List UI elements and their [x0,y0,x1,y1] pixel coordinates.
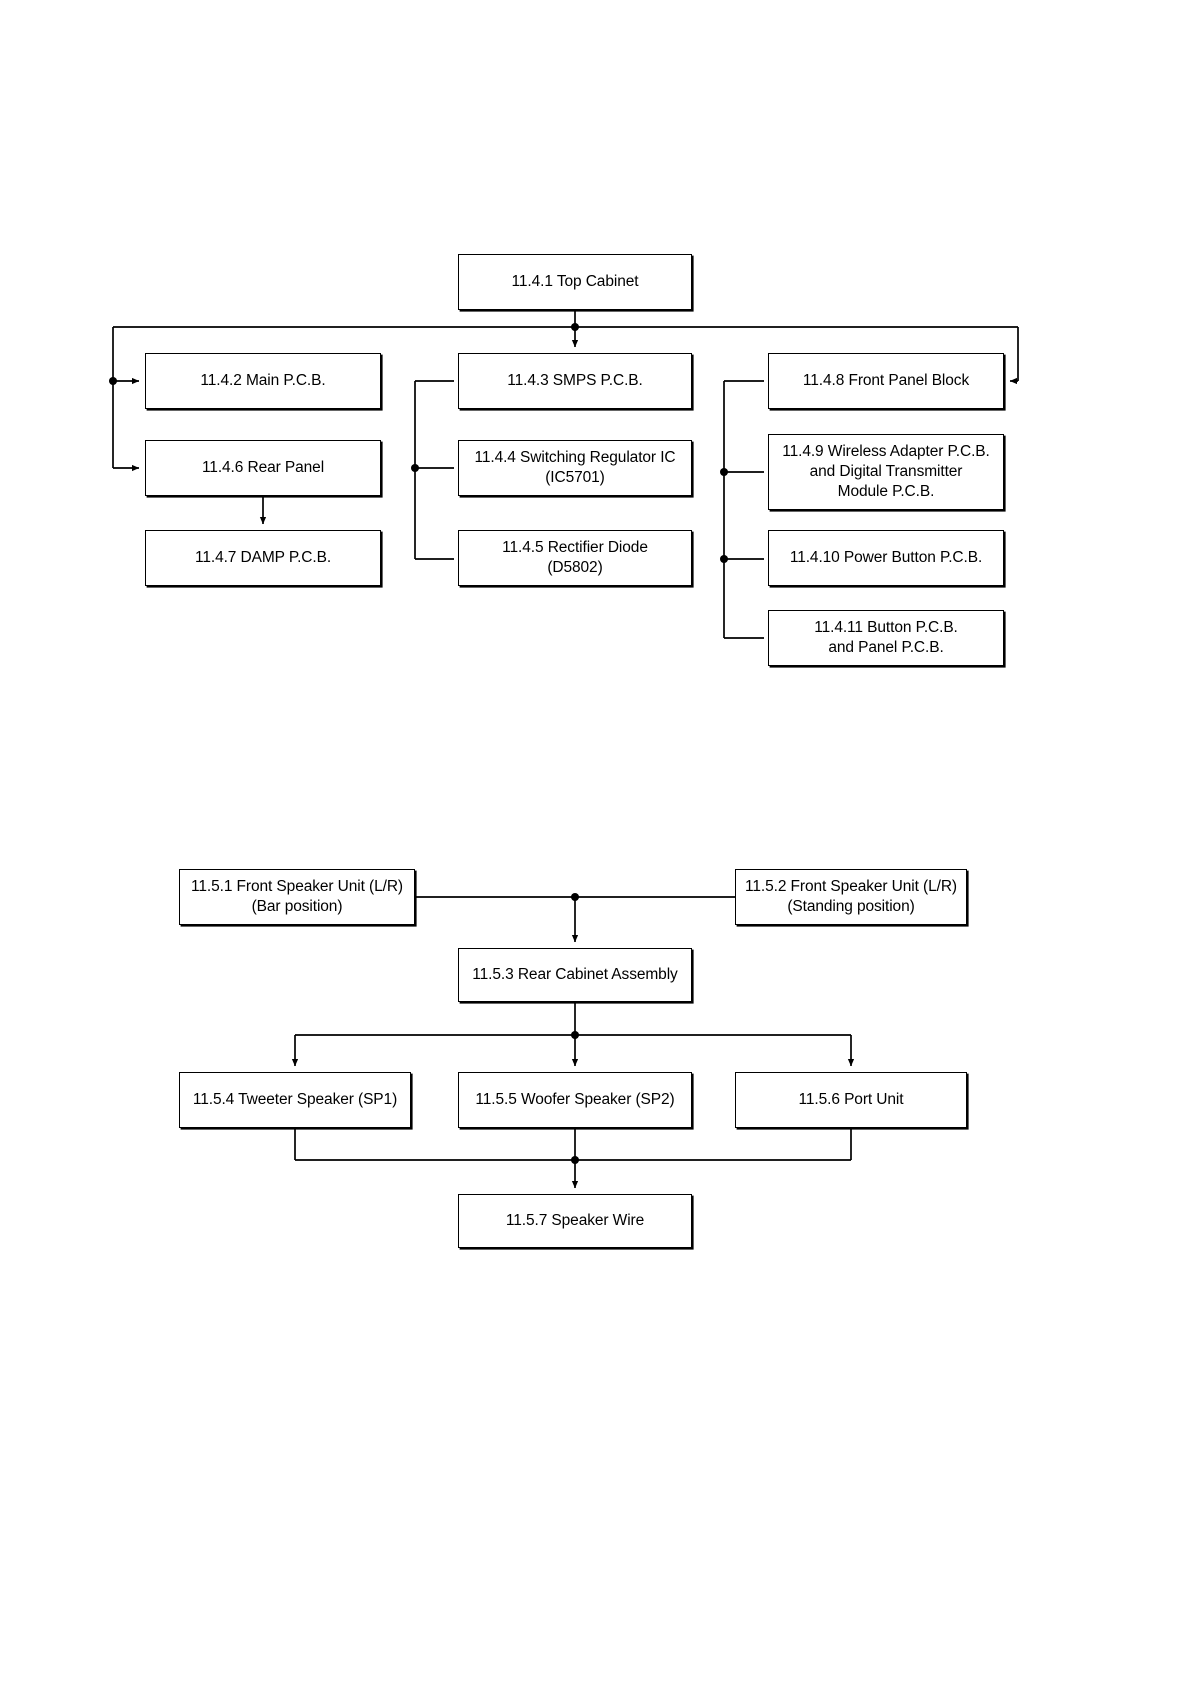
node-11-4-3: 11.4.3 SMPS P.C.B. [458,353,692,409]
node-11-4-1: 11.4.1 Top Cabinet [458,254,692,310]
node-11-4-4: 11.4.4 Switching Regulator IC (IC5701) [458,440,692,496]
node-11-4-8: 11.4.8 Front Panel Block [768,353,1004,409]
node-11-5-1: 11.5.1 Front Speaker Unit (L/R) (Bar pos… [179,869,415,925]
node-11-4-9: 11.4.9 Wireless Adapter P.C.B. and Digit… [768,434,1004,510]
node-11-5-7: 11.5.7 Speaker Wire [458,1194,692,1248]
node-11-5-2: 11.5.2 Front Speaker Unit (L/R) (Standin… [735,869,967,925]
junction-dot-smps-rail [411,464,419,472]
node-11-4-11: 11.4.11 Button P.C.B. and Panel P.C.B. [768,610,1004,666]
junction-dot-fp-rail-11410 [720,555,728,563]
node-11-4-5: 11.4.5 Rectifier Diode (D5802) [458,530,692,586]
diagram1-connectors [109,310,1019,639]
node-11-5-4: 11.5.4 Tweeter Speaker (SP1) [179,1072,411,1128]
junction-dot-fp-rail-1149 [720,468,728,476]
node-11-5-6: 11.5.6 Port Unit [735,1072,967,1128]
diagram2-connectors [291,893,855,1189]
node-11-4-7: 11.4.7 DAMP P.C.B. [145,530,381,586]
node-11-4-6: 11.4.6 Rear Panel [145,440,381,496]
node-11-5-5: 11.5.5 Woofer Speaker (SP2) [458,1072,692,1128]
node-11-4-10: 11.4.10 Power Button P.C.B. [768,530,1004,586]
node-11-5-3: 11.5.3 Rear Cabinet Assembly [458,948,692,1002]
node-11-4-2: 11.4.2 Main P.C.B. [145,353,381,409]
